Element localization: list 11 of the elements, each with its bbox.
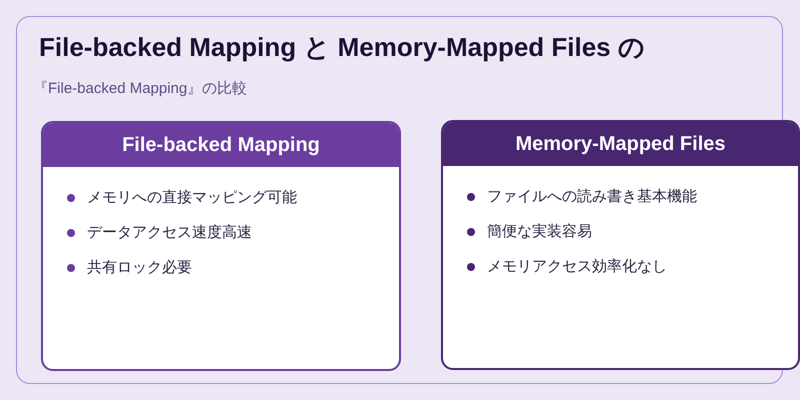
panel-heading: File-backed Mapping と Memory-Mapped Files の [39, 31, 645, 63]
panel-subheading: 『File-backed Mapping』の比較 [33, 79, 248, 99]
card-header: Memory-Mapped Files [443, 122, 798, 166]
bullet-text: 共有ロック必要 [87, 258, 192, 278]
comparison-card [41, 121, 401, 371]
bullet-text: メモリへの直接マッピング可能 [87, 188, 297, 208]
bullet-text: ファイルへの読み書き基本機能 [487, 187, 697, 207]
bullet-text: メモリアクセス効率化なし [487, 257, 667, 277]
bullet-text: 簡便な実装容易 [487, 222, 592, 242]
card-header: File-backed Mapping [43, 123, 399, 167]
bullet-text: データアクセス速度高速 [87, 223, 252, 243]
